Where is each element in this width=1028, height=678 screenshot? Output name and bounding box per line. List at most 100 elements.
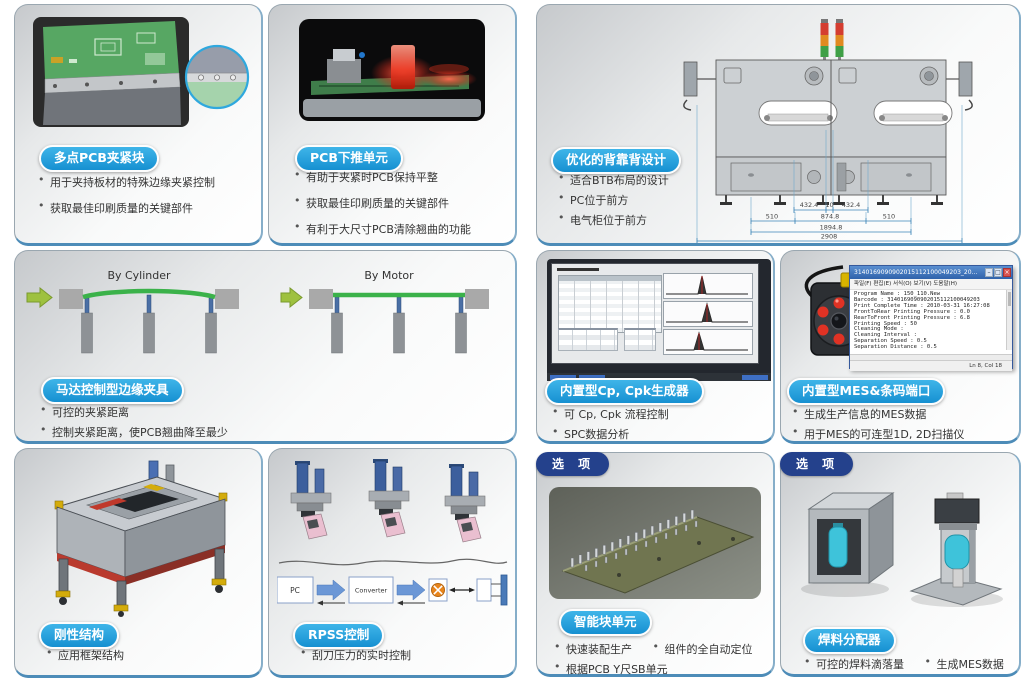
- bullet-list: 生成生产信息的MES数据 用于MES的可连型1D, 2D扫描仪: [791, 405, 964, 446]
- bullet-item: 快速装配生产: [553, 640, 632, 657]
- clamp-zoom-inset: [186, 46, 248, 108]
- feature-label: 刚性结构: [39, 622, 120, 649]
- solder-dispenser-render: [801, 492, 1003, 607]
- notepad-line: RearToFront Printing Pressure : 6.8: [854, 314, 970, 321]
- bullet-item: 有助于夹紧时PCB保持平整: [293, 168, 471, 185]
- taskbar-button: [550, 374, 576, 380]
- panel-rpss-control: PC Converter: [268, 448, 517, 678]
- squeegee-heads: [290, 459, 486, 543]
- spc-title-bar: [557, 268, 599, 271]
- maximize-button[interactable]: □: [994, 268, 1002, 277]
- panel-pcb-push-down-unit: PCB下推单元 有助于夹紧时PCB保持平整 获取最佳印刷质量的关键部件 有利于大…: [268, 4, 517, 246]
- dispenser-head-unit: [909, 492, 1003, 606]
- machine-dimension-drawing: 432.4 10 432.4 510 874.8 510 1894.8 2908: [683, 19, 973, 243]
- bullet-list: 应用框架结构: [45, 646, 124, 667]
- dim-value: 874.8: [821, 213, 840, 221]
- dim-value: 10: [825, 201, 833, 209]
- vertical-scrollbar[interactable]: [1006, 290, 1012, 350]
- bullet-item: 有利于大尺寸PCB清除翘曲的功能: [293, 220, 471, 237]
- dim-value: 1894.8: [820, 224, 843, 232]
- machine-foot-pads: [720, 202, 943, 205]
- panel-multi-point-pcb-clamp: 多点PCB夹紧块 用于夹持板材的特殊边缘夹紧控制 获取最佳印刷质量的关键部件: [14, 4, 263, 246]
- diagram-title: By Motor: [364, 269, 414, 282]
- bullet-item: 根据PCB Y尺SB单元: [553, 660, 769, 677]
- spc-stat-x: [558, 328, 618, 351]
- rpss-diagram: PC Converter: [277, 459, 508, 606]
- panel-rigid-structure: 刚性结构 应用框架结构: [14, 448, 263, 678]
- dim-value: 432.4: [800, 201, 819, 209]
- notepad-line: Cleaning Interval :: [854, 332, 917, 339]
- bullet-item: PC位于前方: [557, 191, 669, 208]
- dimension-lines: [696, 207, 963, 243]
- bullet-item: 可控的焊料滴落量: [803, 655, 904, 672]
- spc-screen: [551, 263, 759, 364]
- control-flow-diagram: PC Converter: [277, 574, 508, 606]
- clamp-posts: [331, 296, 467, 354]
- dim-value: 432.4: [842, 201, 861, 209]
- pcb-pushdown-photo: [299, 19, 485, 121]
- horizontal-scrollbar[interactable]: [850, 354, 1012, 360]
- pcb-clamp-photo: [33, 17, 250, 127]
- bullet-item: SPC数据分析: [551, 425, 669, 442]
- notepad-window: 3140169090902015112100049203_20... – □ ×…: [849, 265, 1013, 371]
- bullet-item: 可 Cp, Cpk 流程控制: [551, 405, 669, 422]
- notepad-line: Separation Speed : 0.5: [854, 338, 927, 345]
- notepad-line: Barcode : 3140169090902015112100049203: [854, 296, 980, 303]
- dispenser-cabinet: [807, 492, 895, 584]
- dim-value: 510: [883, 213, 895, 221]
- panel-mes-barcode-port: 3140169090902015112100049203_20... – □ ×…: [780, 250, 1021, 444]
- scrollbar-thumb[interactable]: [1008, 292, 1011, 306]
- dim-value: 2908: [821, 233, 838, 241]
- bullet-item: 适合BTB布局的设计: [557, 171, 669, 188]
- notepad-line: Separation Distance : 0.5: [854, 344, 937, 351]
- spc-histogram: [663, 273, 753, 299]
- window-controls: – □ ×: [985, 268, 1011, 277]
- bullet-item: 用于MES的可连型1D, 2D扫描仪: [791, 425, 964, 442]
- spc-taskbar: [547, 373, 771, 381]
- bullet-list: 有助于夹紧时PCB保持平整 获取最佳印刷质量的关键部件 有利于大尺寸PCB清除翘…: [293, 168, 471, 247]
- by-cylinder-diagram: By Cylinder: [26, 269, 239, 354]
- bullet-list: 刮刀压力的实时控制: [299, 646, 411, 667]
- panel-motor-edge-clamp: By Cylinder By Motor: [14, 250, 517, 444]
- taskbar-button: [579, 374, 605, 380]
- taskbar-button: [742, 374, 768, 380]
- notepad-line: Program Name : 150_110.New: [854, 291, 941, 297]
- bullet-item: 电气柜位于前方: [557, 211, 669, 228]
- bullet-item: 可控的夹紧距离: [39, 403, 228, 420]
- spc-data-table: [558, 275, 662, 333]
- feature-label: RPSS控制: [293, 622, 385, 649]
- clamp-comparison-diagram: By Cylinder By Motor: [26, 269, 489, 354]
- bullet-item: 控制夹紧距离，使PCB翘曲降至最少: [39, 423, 228, 440]
- by-motor-diagram: By Motor: [280, 269, 489, 354]
- flow-pc-label: PC: [290, 586, 300, 595]
- notepad-line: FrontToRear Printing Pressure : 0.0: [854, 308, 970, 315]
- feature-label: 内置型Cp, Cpk生成器: [545, 378, 704, 405]
- spc-histogram: [663, 301, 753, 327]
- wave-line: [278, 558, 508, 566]
- window-title-bar: 3140169090902015112100049203_20... – □ ×: [850, 266, 1012, 279]
- bullet-item: 生成MES数据: [924, 655, 1004, 672]
- notepad-menu-bar[interactable]: 파일(F) 편집(E) 서식(O) 보기(V) 도움말(H): [850, 279, 1012, 290]
- smart-block-photo: [549, 487, 761, 599]
- bullet-list: 快速装配生产 组件的全自动定位 根据PCB Y尺SB单元: [553, 640, 769, 678]
- feature-label: 马达控制型边缘夹具: [41, 377, 184, 404]
- feature-label: 优化的背靠背设计: [551, 147, 682, 174]
- spc-histogram: [663, 329, 753, 355]
- frame-structure-render: [54, 460, 228, 617]
- bullet-item: 生成生产信息的MES数据: [791, 405, 964, 422]
- spc-stat-y: [624, 328, 656, 351]
- notepad-line: Cleaning Mode :: [854, 326, 904, 333]
- option-tab: 选 项: [780, 452, 854, 476]
- notepad-text-area[interactable]: Program Name : 150_110.New Barcode : 314…: [850, 290, 1012, 354]
- close-button[interactable]: ×: [1003, 268, 1011, 277]
- bullet-list: 可控的夹紧距离 控制夹紧距离，使PCB翘曲降至最少: [39, 403, 228, 444]
- minimize-button[interactable]: –: [985, 268, 993, 277]
- feature-label: 焊料分配器: [803, 627, 896, 654]
- feature-label: 内置型MES&条码端口: [787, 378, 946, 405]
- flow-converter-label: Converter: [355, 587, 388, 595]
- machine-feet: [725, 195, 938, 202]
- pin-row-inner: [584, 520, 698, 572]
- pin-row: [570, 509, 694, 568]
- bullet-list: 用于夹持板材的特殊边缘夹紧控制 获取最佳印刷质量的关键部件: [37, 173, 215, 226]
- bullet-list: 适合BTB布局的设计 PC位于前方 电气柜位于前方: [557, 171, 669, 232]
